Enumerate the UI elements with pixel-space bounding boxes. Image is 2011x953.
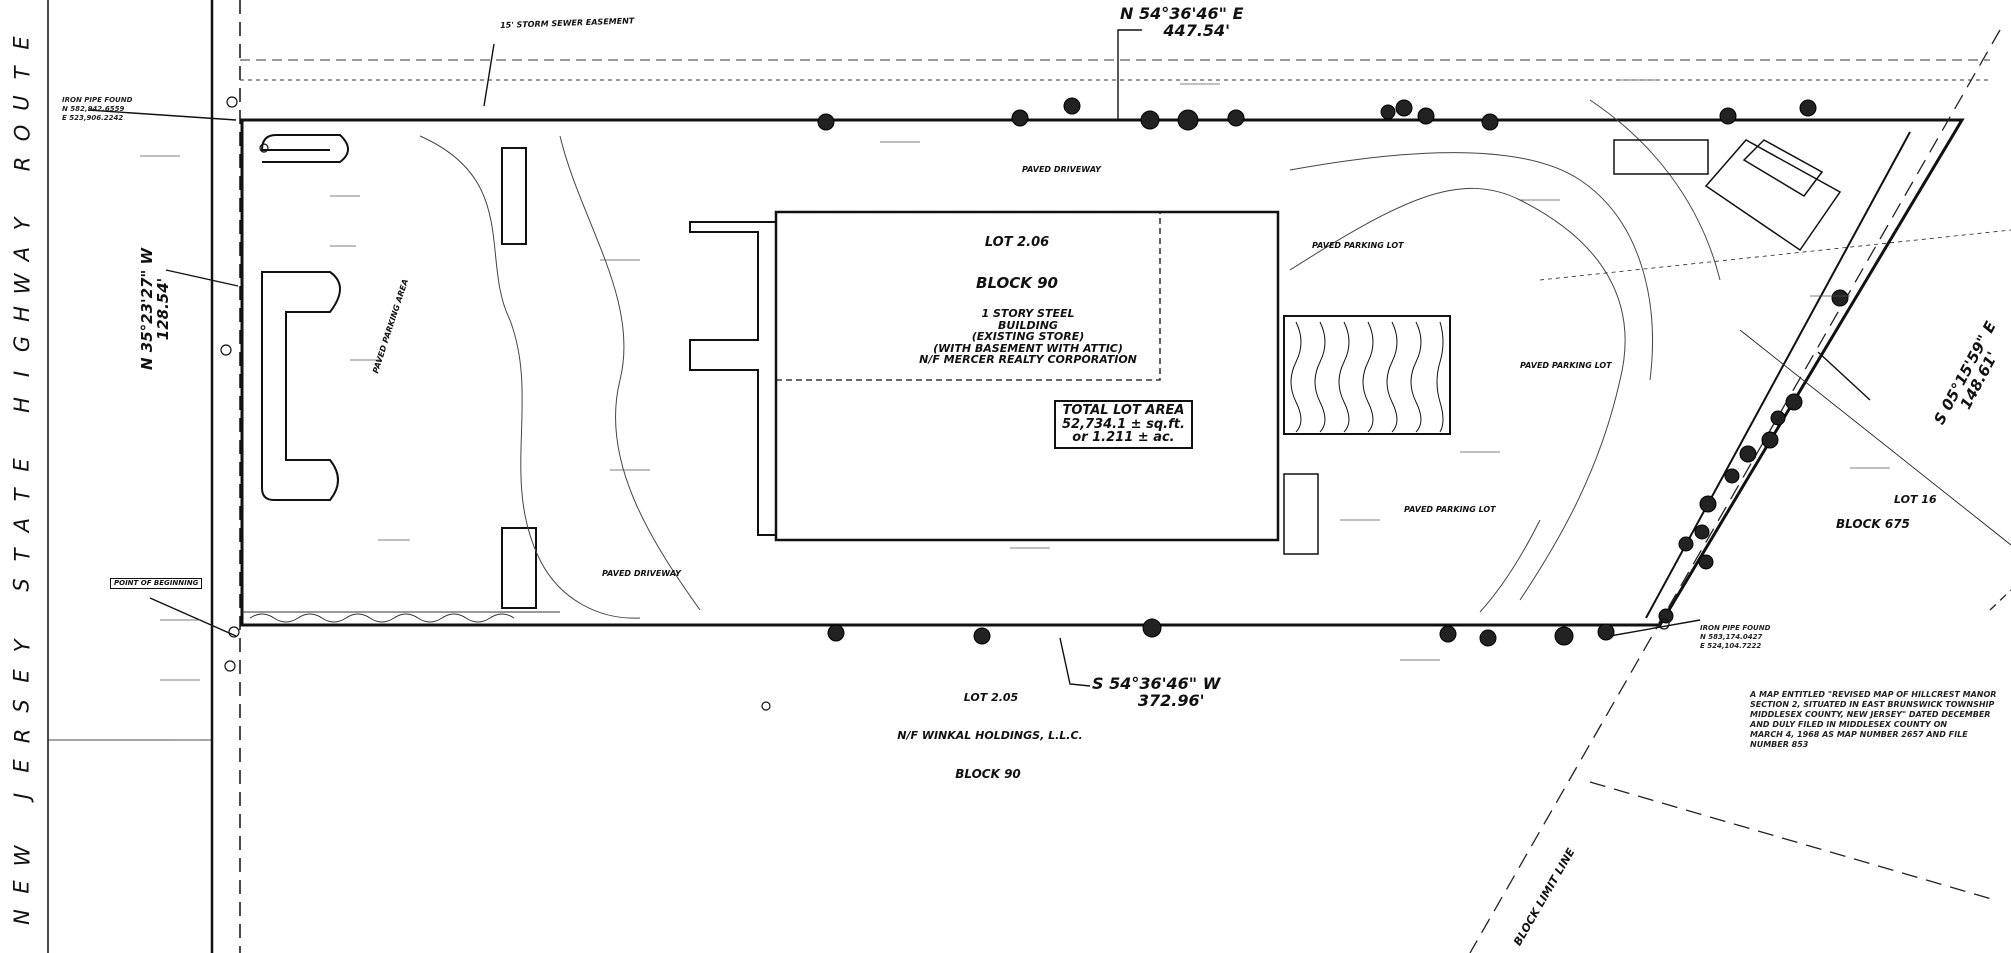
loading-dock: [689, 221, 776, 536]
highway-letter: E: [10, 458, 34, 472]
easement-lines: [240, 59, 1990, 81]
highway-letter: G: [10, 336, 34, 353]
highway-letter: S: [10, 699, 34, 713]
east-lot-label: LOT 16: [1894, 493, 1937, 506]
paved-driveway-top: PAVED DRIVEWAY: [1022, 165, 1101, 174]
spot-elevation-marks: [140, 79, 1890, 741]
north-bearing-label: N 54°36'46" E 447.54': [1120, 4, 1244, 40]
highway-letter: E: [10, 879, 34, 894]
highway-letter: E: [10, 36, 34, 50]
map-reference-note: A MAP ENTITLED "REVISED MAP OF HILLCREST…: [1750, 690, 1997, 749]
iron-pipe-top-label: IRON PIPE FOUND N 582,942.6559 E 523,906…: [62, 96, 133, 122]
highway-letter: Y: [9, 217, 34, 231]
hedge-row: [242, 611, 560, 623]
block-label: BLOCK 90: [976, 274, 1058, 292]
paved-driveway-bottom: PAVED DRIVEWAY: [602, 569, 681, 578]
iron-pipe-right-label: IRON PIPE FOUND N 583,174.0427 E 524,104…: [1700, 624, 1771, 650]
highway-letter: E: [10, 759, 34, 773]
highway-letter: H: [9, 396, 34, 413]
building-footprint: [774, 210, 1280, 542]
highway-lines: [47, 0, 241, 953]
highway-letter: T: [9, 488, 34, 502]
paved-parking-lot-2: PAVED PARKING LOT: [1520, 361, 1612, 370]
total-lot-area-box: TOTAL LOT AREA 52,734.1 ± sq.ft. or 1.21…: [1054, 400, 1193, 449]
highway-letter: I: [9, 371, 34, 378]
highway-letter: R: [10, 156, 34, 171]
point-of-beginning-label: POINT OF BEGINNING: [110, 578, 203, 590]
highway-letter: E: [10, 668, 34, 683]
property-boundary: [240, 118, 1965, 627]
highway-letter: U: [10, 95, 34, 111]
highway-letter: R: [10, 728, 34, 744]
south-lot-label: LOT 2.05: [963, 691, 1019, 704]
highway-letter: A: [10, 246, 34, 262]
highway-letter: Y: [9, 639, 34, 652]
south-owner-label: N/F WINKAL HOLDINGS, L.L.C.: [897, 729, 1083, 742]
highway-letter: N: [10, 908, 34, 925]
highway-letter: T: [9, 66, 34, 80]
paved-parking-lot-3: PAVED PARKING LOT: [1404, 505, 1496, 514]
east-block-label: BLOCK 675: [1836, 517, 1910, 531]
south-block-label: BLOCK 90: [955, 767, 1021, 781]
highway-letter: T: [9, 548, 34, 562]
building-description: 1 STORY STEEL BUILDING (EXISTING STORE) …: [919, 307, 1137, 367]
west-bearing-label: N 35°23'27" W 128.54': [138, 247, 172, 370]
tree-symbols: [817, 97, 1849, 647]
top-right-structures: [1613, 139, 1842, 252]
highway-letter: J: [9, 793, 34, 800]
highway-letter: H: [9, 306, 34, 323]
lot-label: LOT 2.06: [984, 235, 1050, 250]
highway-letter: A: [10, 517, 34, 533]
highway-letter: W: [9, 845, 34, 867]
east-curb-line: [1645, 131, 1911, 619]
highway-letter: O: [10, 125, 34, 142]
block-lines: [1469, 29, 2011, 953]
parking-islands: [260, 134, 537, 609]
monuments: [220, 96, 1670, 711]
highway-letter: S: [10, 578, 34, 592]
south-bearing-label: S 54°36'46" W 372.96': [1092, 674, 1221, 710]
ramp-structure: [1283, 315, 1451, 555]
highway-letter: W: [9, 273, 34, 295]
paved-parking-lot-1: PAVED PARKING LOT: [1312, 241, 1404, 250]
contour-lines: [419, 99, 1721, 619]
